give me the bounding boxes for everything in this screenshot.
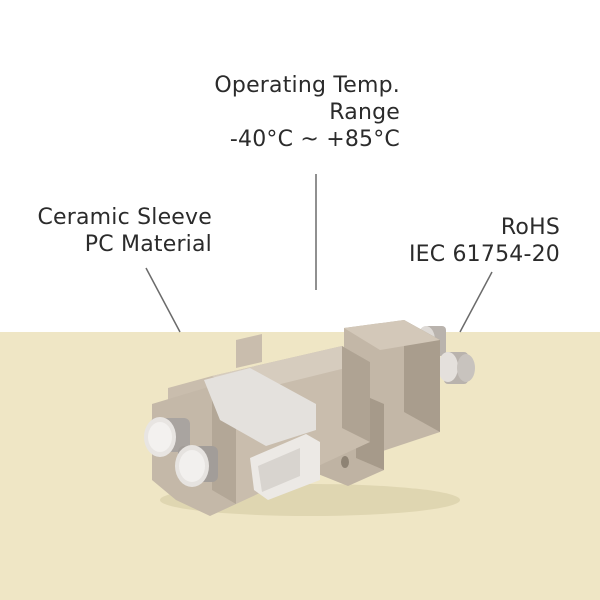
compliance-line-2: IEC 61754-20 (408, 242, 560, 267)
operating-temperature-callout: Operating Temp. Range -40°C ~ +85°C (214, 72, 400, 153)
white-latch-clip (204, 368, 320, 500)
material-callout: Ceramic Sleeve PC Material (37, 204, 212, 258)
front-dust-caps (144, 417, 218, 487)
compliance-callout: RoHS IEC 61754-20 (409, 214, 560, 268)
material-leader-line (145, 267, 181, 333)
material-line-1: Ceramic Sleeve (37, 205, 212, 230)
temp-line-3: -40°C ~ +85°C (229, 127, 400, 152)
temp-line-2: Range (329, 100, 400, 125)
material-line-2: PC Material (84, 232, 212, 257)
compliance-leader-line (459, 271, 493, 333)
temp-line-1: Operating Temp. (214, 73, 400, 98)
lc-duplex-adapter (144, 320, 475, 516)
compliance-line-1: RoHS (500, 215, 560, 240)
